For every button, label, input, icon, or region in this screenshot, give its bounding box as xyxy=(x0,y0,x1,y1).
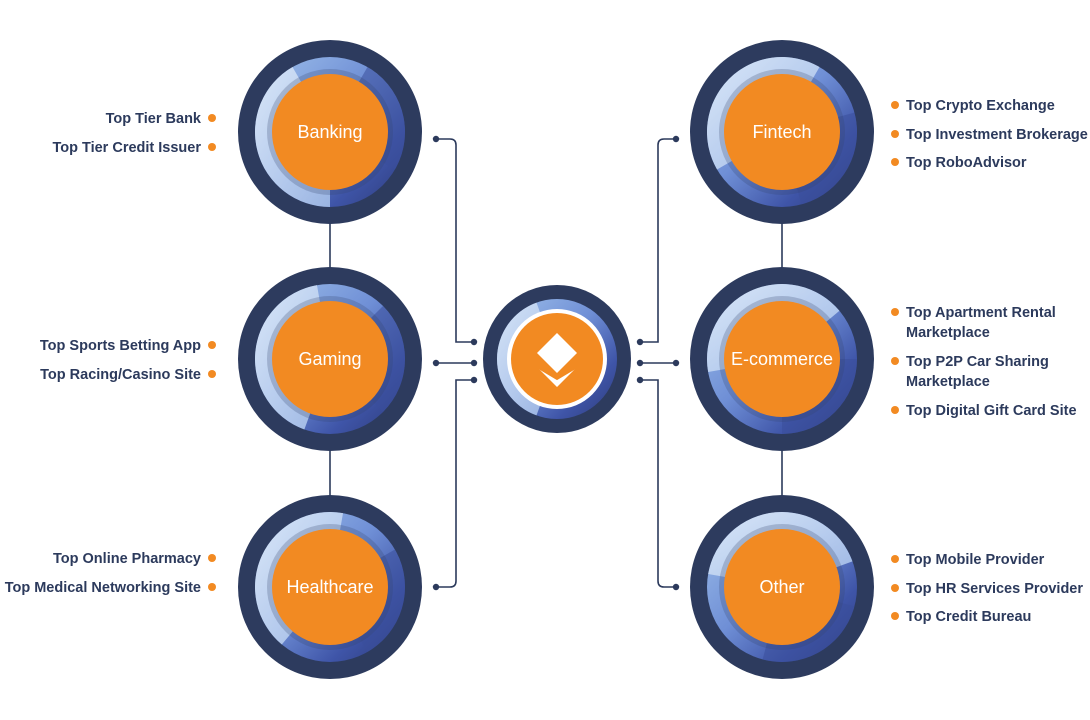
list-item: Top Online Pharmacy xyxy=(53,551,216,567)
link-other-center xyxy=(640,379,676,588)
node-banking: Banking xyxy=(238,40,422,224)
list-item: Top Tier Bank xyxy=(106,111,216,127)
list-item-label: Top Digital Gift Card Site xyxy=(906,403,1077,419)
list-item-label: Top Mobile Provider xyxy=(906,552,1045,568)
list-item-label: Top Crypto Exchange xyxy=(906,98,1055,114)
bullet-icon xyxy=(208,554,216,562)
list-item-label: Top Tier Credit Issuer xyxy=(52,140,201,156)
list-item: Top Medical Networking Site xyxy=(5,580,216,596)
node-label: Gaming xyxy=(298,349,361,369)
connector-dot xyxy=(672,359,680,367)
bullet-icon xyxy=(208,583,216,591)
node-core xyxy=(272,301,388,417)
node-label: Banking xyxy=(297,122,362,142)
list-item: Top RoboAdvisor xyxy=(891,155,1027,171)
connector-dot xyxy=(636,376,644,384)
bullet-icon xyxy=(891,406,899,414)
center-node xyxy=(483,285,631,433)
list-item-label: Top Sports Betting App xyxy=(40,338,201,354)
bullet-icon xyxy=(891,308,899,316)
node-other: Other xyxy=(690,495,874,679)
list-item-label: Top P2P Car Sharing xyxy=(906,354,1049,370)
list-item-label: Top Credit Bureau xyxy=(906,609,1031,625)
list-item: Top Racing/Casino Site xyxy=(40,367,216,383)
connector-dot xyxy=(672,135,680,143)
list-item: Top Crypto Exchange xyxy=(891,98,1055,114)
list-item: Top Investment Brokerage xyxy=(891,127,1088,143)
list-item-label: Top HR Services Provider xyxy=(906,581,1083,597)
bullet-icon xyxy=(891,130,899,138)
bullet-icon xyxy=(891,357,899,365)
bullet-icon xyxy=(891,158,899,166)
list-item: Top Digital Gift Card Site xyxy=(891,403,1077,419)
list-item-label: Marketplace xyxy=(906,374,990,390)
bullet-icon xyxy=(891,555,899,563)
list-item-label: Top Medical Networking Site xyxy=(5,580,201,596)
node-core xyxy=(724,301,840,417)
node-label: Fintech xyxy=(752,122,811,142)
connector-dot xyxy=(432,359,440,367)
list-item-label: Marketplace xyxy=(906,325,990,341)
node-label: Other xyxy=(759,577,804,597)
list-item-label: Top Tier Bank xyxy=(106,111,202,127)
list-item-label: Top RoboAdvisor xyxy=(906,155,1027,171)
node-core xyxy=(724,74,840,190)
connector-dot xyxy=(432,135,440,143)
node-core xyxy=(724,529,840,645)
node-core xyxy=(272,74,388,190)
list-item-label: Top Apartment Rental xyxy=(906,305,1056,321)
bullet-icon xyxy=(891,101,899,109)
bullet-icon xyxy=(891,584,899,592)
connector-lines xyxy=(329,135,783,591)
node-label: E-commerce xyxy=(731,349,833,369)
node-core xyxy=(272,529,388,645)
bullet-icon xyxy=(891,612,899,620)
node-healthcare: Healthcare xyxy=(238,495,422,679)
node-gaming: Gaming xyxy=(238,267,422,451)
list-item: Top HR Services Provider xyxy=(891,581,1083,597)
connector-dot xyxy=(470,376,478,384)
connector-dot xyxy=(432,583,440,591)
connector-dot xyxy=(470,359,478,367)
connector-dot xyxy=(470,338,478,346)
list-item-label: Top Investment Brokerage xyxy=(906,127,1088,143)
list-item: Top Tier Credit Issuer xyxy=(52,140,216,156)
list-item-label: Top Online Pharmacy xyxy=(53,551,201,567)
bullet-icon xyxy=(208,114,216,122)
list-item: Top Sports Betting App xyxy=(40,338,216,354)
node-label: Healthcare xyxy=(286,577,373,597)
list-item: Top Mobile Provider xyxy=(891,552,1045,568)
connector-dot xyxy=(672,583,680,591)
bullet-icon xyxy=(208,143,216,151)
link-banking-center xyxy=(436,138,474,343)
list-item: Top Credit Bureau xyxy=(891,609,1031,625)
link-healthcare-center xyxy=(436,379,474,588)
list-item-label: Top Racing/Casino Site xyxy=(40,367,201,383)
bullet-icon xyxy=(208,370,216,378)
connector-dot xyxy=(636,359,644,367)
node-fintech: Fintech xyxy=(690,40,874,224)
bullet-icon xyxy=(208,341,216,349)
connector-dot xyxy=(636,338,644,346)
node-ecommerce: E-commerce xyxy=(690,267,874,451)
link-fintech-center xyxy=(640,138,676,343)
layered-diamond-logo-icon xyxy=(536,333,578,387)
